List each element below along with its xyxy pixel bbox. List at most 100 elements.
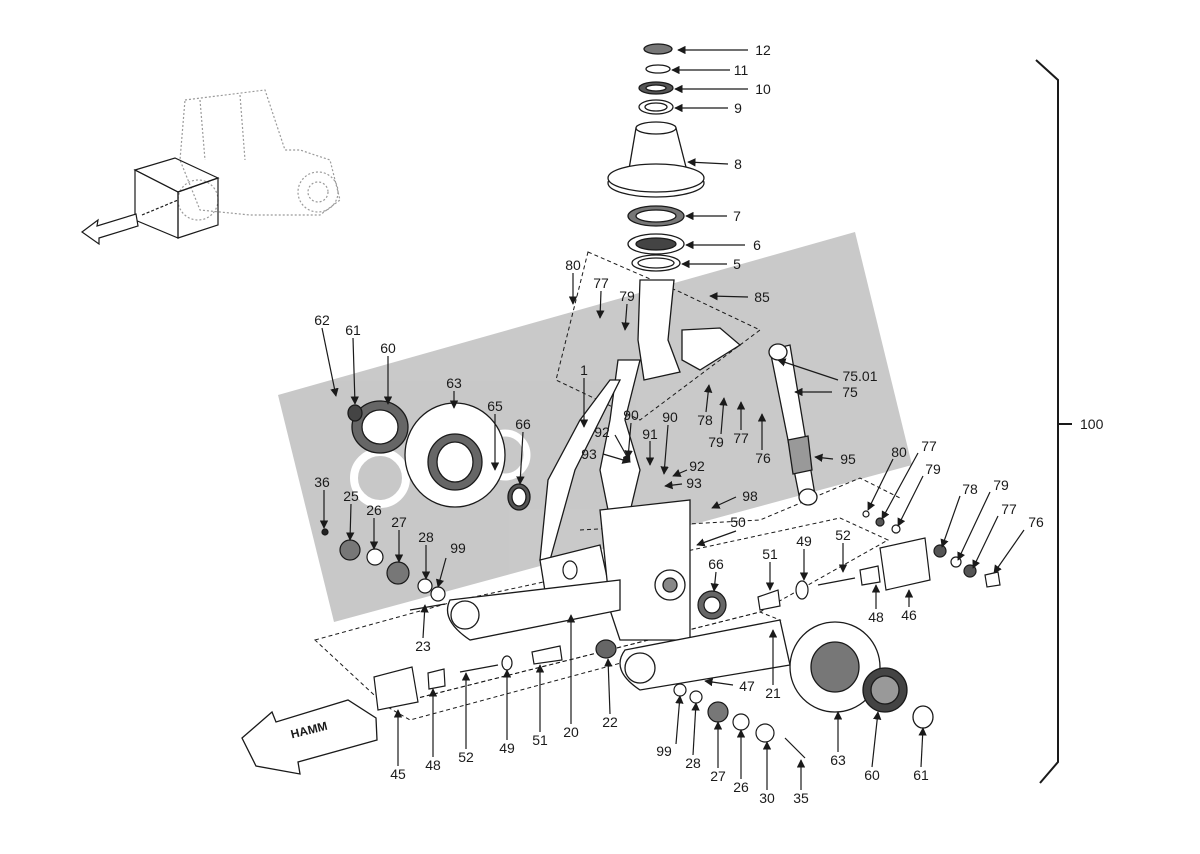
part-label-76a: 76 [755, 450, 771, 466]
part-label-48a: 48 [868, 609, 884, 625]
part-label-48b: 48 [425, 757, 441, 773]
part-label-76b: 76 [1028, 514, 1044, 530]
part-label-93b: 93 [686, 475, 702, 491]
part-label-63b: 63 [830, 752, 846, 768]
part-label-92a: 92 [594, 424, 610, 440]
leader-line-77d [972, 515, 999, 569]
leader-line-76b [993, 529, 1025, 574]
part-label-78a: 78 [697, 412, 713, 428]
leader-line-66a [516, 431, 525, 485]
leader-line-77a [596, 290, 605, 319]
part-label-23: 23 [415, 638, 431, 654]
locator-box [133, 157, 220, 239]
part-label-99a: 99 [450, 540, 466, 556]
small-direction-arrow [80, 213, 139, 246]
part-label-93a: 93 [581, 446, 597, 462]
part-label-49a: 49 [796, 533, 812, 549]
part-label-62: 62 [314, 312, 330, 328]
part-label-78b: 78 [962, 481, 978, 497]
part-label-5: 5 [733, 256, 741, 272]
part-label-28a: 28 [418, 529, 434, 545]
leader-line-79b [719, 397, 728, 435]
part-label-60b: 60 [864, 767, 880, 783]
leader-line-85 [709, 292, 749, 301]
part-label-22: 22 [602, 714, 618, 730]
leader-line-28b [691, 702, 700, 756]
part-label-66a: 66 [515, 416, 531, 432]
part-label-26a: 26 [366, 502, 382, 518]
leader-line-8 [687, 158, 729, 167]
leader-line-75_01 [777, 358, 839, 381]
part-label-79b: 79 [708, 434, 724, 450]
part-label-77b: 77 [733, 430, 749, 446]
part-label-90a: 90 [623, 407, 639, 423]
part-label-66b: 66 [708, 556, 724, 572]
left-hub-assembly [347, 400, 531, 511]
right-side-parts [697, 510, 1001, 620]
part-label-27b: 27 [710, 768, 726, 784]
part-label-65: 65 [487, 398, 503, 414]
part-label-20: 20 [563, 724, 579, 740]
part-label-79d: 79 [993, 477, 1009, 493]
part-label-85: 85 [754, 289, 770, 305]
lower-right-hub [789, 621, 934, 729]
leader-line-95 [814, 453, 834, 463]
part-label-9: 9 [734, 100, 742, 116]
lower-parts [373, 639, 806, 759]
part-label-95: 95 [840, 451, 856, 467]
part-label-51a: 51 [762, 546, 778, 562]
leader-line-47 [704, 677, 734, 687]
part-label-79a: 79 [619, 288, 635, 304]
part-label-46: 46 [901, 607, 917, 623]
part-label-61a: 61 [345, 322, 361, 338]
leader-line-99a [435, 557, 447, 588]
group-label: 100 [1080, 416, 1104, 432]
part-label-49b: 49 [499, 740, 515, 756]
part-label-52b: 52 [458, 749, 474, 765]
part-label-36: 36 [314, 474, 330, 490]
part-label-26b: 26 [733, 779, 749, 795]
leader-line-62 [321, 327, 339, 397]
bearing-stack [607, 43, 705, 272]
leader-line-93b [664, 480, 683, 490]
leader-line-99b [675, 695, 684, 745]
part-label-12: 12 [755, 42, 771, 58]
part-label-63a: 63 [446, 375, 462, 391]
part-label-77d: 77 [1001, 501, 1017, 517]
part-label-75_01: 75.01 [842, 368, 877, 384]
leader-line-93a [602, 453, 631, 464]
part-label-80a: 80 [565, 257, 581, 273]
leader-line-50 [696, 530, 737, 547]
part-label-50: 50 [730, 514, 746, 530]
hamm-direction-arrow: HAMM [241, 699, 378, 775]
leader-line-90b [660, 424, 669, 475]
left-small-parts [321, 528, 578, 611]
part-label-60a: 60 [380, 340, 396, 356]
leader-line-25 [346, 503, 355, 541]
leader-line-77c [881, 452, 919, 520]
part-label-77c: 77 [921, 438, 937, 454]
part-label-99b: 99 [656, 743, 672, 759]
leader-line-61a [350, 337, 359, 405]
leader-line-23 [420, 604, 429, 639]
leader-line-79c [897, 475, 924, 527]
part-label-10: 10 [755, 81, 771, 97]
part-label-92b: 92 [689, 458, 705, 474]
part-label-21: 21 [765, 685, 781, 701]
part-label-98: 98 [742, 488, 758, 504]
part-label-28b: 28 [685, 755, 701, 771]
part-label-47: 47 [739, 678, 755, 694]
part-label-8: 8 [734, 156, 742, 172]
part-label-91: 91 [642, 426, 658, 442]
part-label-77a: 77 [593, 275, 609, 291]
part-label-80b: 80 [891, 444, 907, 460]
frame-structure [446, 279, 791, 691]
leader-line-92b [672, 469, 688, 477]
part-label-45: 45 [390, 766, 406, 782]
leader-lines [319, 45, 1025, 790]
leader-line-22 [604, 658, 613, 715]
leader-line-78b [940, 495, 961, 548]
leader-line-78a [703, 384, 713, 413]
